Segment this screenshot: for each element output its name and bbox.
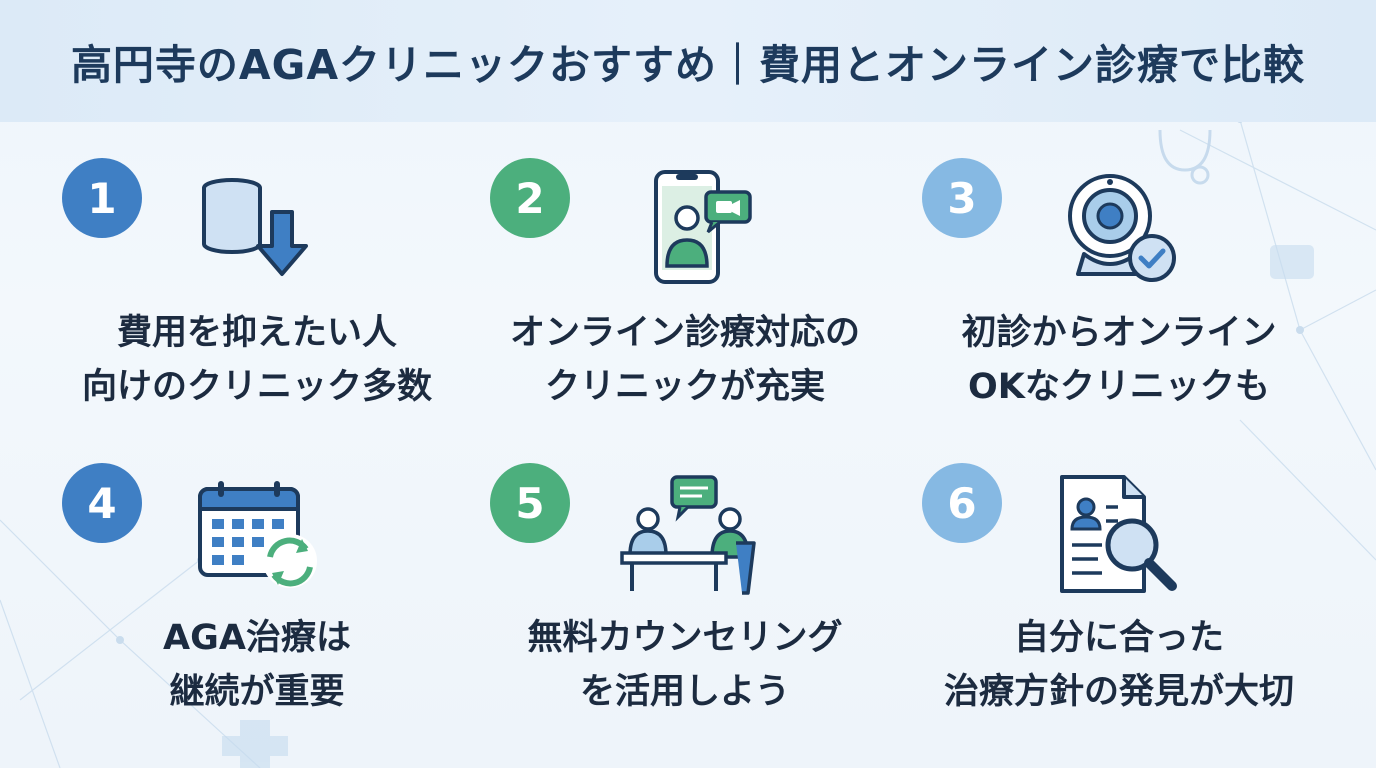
number-badge: 3 — [922, 158, 1002, 238]
caption-line-1: 無料カウンセリング — [527, 618, 843, 658]
caption-line-2: クリニックが充実 — [544, 367, 825, 407]
webcam-check-icon — [1068, 174, 1176, 282]
caption-line-2: を活用しよう — [579, 672, 790, 712]
number-badge: 2 — [490, 158, 570, 238]
caption-line-1: AGA治療は — [163, 618, 351, 658]
card-caption: 自分に合った 治療方針の発見が大切 — [904, 611, 1334, 719]
feature-card-6: 6 自分に合った 治療方針の発見が大切 — [904, 463, 1334, 763]
number-badge: 5 — [490, 463, 570, 543]
feature-card-3: 3 初診からオンライン OKなクリニックも — [904, 158, 1334, 458]
document-magnifier-icon — [1060, 475, 1177, 593]
feature-card-4: 4 AGA治療は 継続が重要 — [42, 463, 472, 763]
card-caption: オンライン診療対応の クリニックが充実 — [470, 306, 900, 414]
counseling-consultation-icon — [620, 475, 756, 595]
card-caption: 無料カウンセリング を活用しよう — [470, 611, 900, 719]
number-badge: 1 — [62, 158, 142, 238]
caption-line-2: 継続が重要 — [169, 672, 345, 712]
caption-line-1: 自分に合った — [1013, 618, 1224, 658]
header-banner: 高円寺のAGAクリニックおすすめ｜費用とオンライン診療で比較 — [0, 0, 1376, 122]
caption-line-1: 費用を抑えたい人 — [116, 313, 397, 353]
caption-line-2: 治療方針の発見が大切 — [943, 672, 1294, 712]
feature-card-2: 2 オンライン診療対応の クリニックが充実 — [470, 158, 900, 458]
feature-card-1: 1 費用を抑えたい人 向けのクリニック多数 — [42, 158, 472, 458]
caption-line-1: 初診からオンライン — [961, 313, 1277, 353]
number-badge: 4 — [62, 463, 142, 543]
smartphone-video-call-icon — [654, 170, 752, 284]
calendar-refresh-icon — [198, 481, 317, 588]
caption-line-1: オンライン診療対応の — [509, 313, 860, 353]
card-caption: 初診からオンライン OKなクリニックも — [904, 306, 1334, 414]
caption-line-2: OKなクリニックも — [968, 367, 1270, 407]
page-title: 高円寺のAGAクリニックおすすめ｜費用とオンライン診療で比較 — [70, 41, 1306, 89]
coin-stack-down-arrow-icon — [202, 178, 308, 276]
number-badge: 6 — [922, 463, 1002, 543]
card-caption: 費用を抑えたい人 向けのクリニック多数 — [42, 306, 472, 414]
feature-card-5: 5 無料カウンセリング を活用しよう — [470, 463, 900, 763]
card-caption: AGA治療は 継続が重要 — [42, 611, 472, 719]
caption-line-2: 向けのクリニック多数 — [81, 367, 432, 407]
